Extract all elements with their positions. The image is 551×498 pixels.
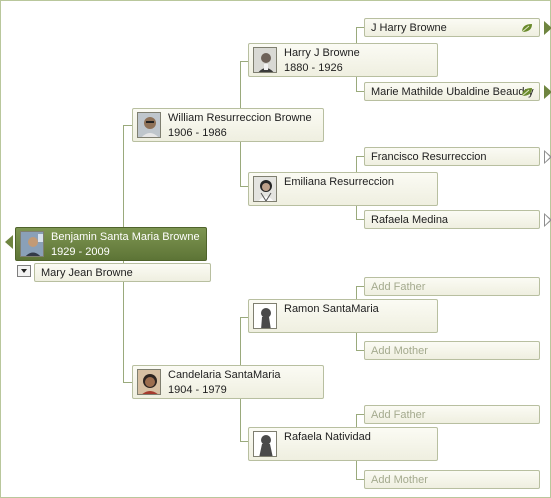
mother-box[interactable]: Candelaria SantaMaria 1904 - 1979 bbox=[132, 365, 324, 399]
connector-line bbox=[356, 91, 364, 92]
person-name: Francisco Resurreccion bbox=[371, 151, 487, 163]
spouse-name: Mary Jean Browne bbox=[41, 267, 133, 279]
leaf-icon[interactable] bbox=[521, 23, 533, 33]
great-grandparent-box[interactable]: Francisco Resurreccion bbox=[364, 147, 540, 166]
male-silhouette-icon bbox=[253, 303, 277, 329]
connector-line bbox=[240, 441, 249, 442]
person-photo bbox=[253, 47, 277, 73]
person-dates: 1906 - 1986 bbox=[168, 127, 227, 139]
add-mother-label: Add Mother bbox=[371, 474, 428, 486]
connector-line bbox=[356, 350, 364, 351]
father-box[interactable]: William Resurreccion Browne 1906 - 1986 bbox=[132, 108, 324, 142]
connector-line bbox=[356, 156, 364, 157]
paternal-grandfather-box[interactable]: Harry J Browne 1880 - 1926 bbox=[248, 43, 438, 77]
person-name: Harry J Browne bbox=[284, 47, 360, 59]
maternal-grandfather-box[interactable]: Ramon SantaMaria bbox=[248, 299, 438, 333]
add-father-label: Add Father bbox=[371, 409, 426, 421]
person-photo bbox=[137, 112, 161, 138]
root-person-box[interactable]: Benjamin Santa Maria Browne 1929 - 2009 bbox=[15, 227, 207, 261]
great-grandparent-box[interactable]: Rafaela Medina bbox=[364, 210, 540, 229]
connector-line bbox=[240, 317, 249, 318]
person-dates: 1880 - 1926 bbox=[284, 62, 343, 74]
expand-arrow-icon[interactable] bbox=[544, 213, 551, 227]
person-name: Marie Mathilde Ubaldine Beaudry bbox=[371, 86, 534, 98]
add-father-box[interactable]: Add Father bbox=[364, 277, 540, 296]
person-photo bbox=[20, 231, 44, 257]
great-grandparent-box[interactable]: J Harry Browne bbox=[364, 18, 540, 37]
add-mother-label: Add Mother bbox=[371, 345, 428, 357]
add-mother-box[interactable]: Add Mother bbox=[364, 470, 540, 489]
connector-line bbox=[356, 286, 364, 287]
connector-line bbox=[356, 479, 364, 480]
connector-line bbox=[356, 219, 364, 220]
connector-line bbox=[123, 382, 133, 383]
person-photo bbox=[137, 369, 161, 395]
female-silhouette-icon bbox=[253, 431, 277, 457]
connector-line bbox=[123, 125, 133, 126]
person-name: Benjamin Santa Maria Browne bbox=[51, 231, 200, 243]
connector-line bbox=[240, 61, 249, 62]
person-photo bbox=[253, 176, 277, 202]
back-arrow-icon[interactable] bbox=[5, 235, 13, 249]
person-dates: 1904 - 1979 bbox=[168, 384, 227, 396]
expand-arrow-icon[interactable] bbox=[544, 21, 551, 35]
person-dates: 1929 - 2009 bbox=[51, 246, 110, 258]
add-father-box[interactable]: Add Father bbox=[364, 405, 540, 424]
person-name: Candelaria SantaMaria bbox=[168, 369, 281, 381]
add-father-label: Add Father bbox=[371, 281, 426, 293]
person-name: Rafaela Natividad bbox=[284, 431, 371, 443]
great-grandparent-box[interactable]: Marie Mathilde Ubaldine Beaudry bbox=[364, 82, 540, 101]
person-name: Rafaela Medina bbox=[371, 214, 449, 226]
connector-line bbox=[356, 414, 364, 415]
person-name: J Harry Browne bbox=[371, 22, 447, 34]
dropdown-icon[interactable] bbox=[17, 265, 31, 277]
connector-line bbox=[240, 186, 249, 187]
person-name: William Resurreccion Browne bbox=[168, 112, 312, 124]
connector-line bbox=[356, 27, 364, 28]
add-mother-box[interactable]: Add Mother bbox=[364, 341, 540, 360]
expand-arrow-icon[interactable] bbox=[544, 85, 551, 99]
person-name: Emiliana Resurreccion bbox=[284, 176, 395, 188]
paternal-grandmother-box[interactable]: Emiliana Resurreccion bbox=[248, 172, 438, 206]
maternal-grandmother-box[interactable]: Rafaela Natividad bbox=[248, 427, 438, 461]
leaf-icon[interactable] bbox=[521, 87, 533, 97]
person-name: Ramon SantaMaria bbox=[284, 303, 379, 315]
spouse-box[interactable]: Mary Jean Browne bbox=[34, 263, 211, 282]
expand-arrow-icon[interactable] bbox=[544, 150, 551, 164]
